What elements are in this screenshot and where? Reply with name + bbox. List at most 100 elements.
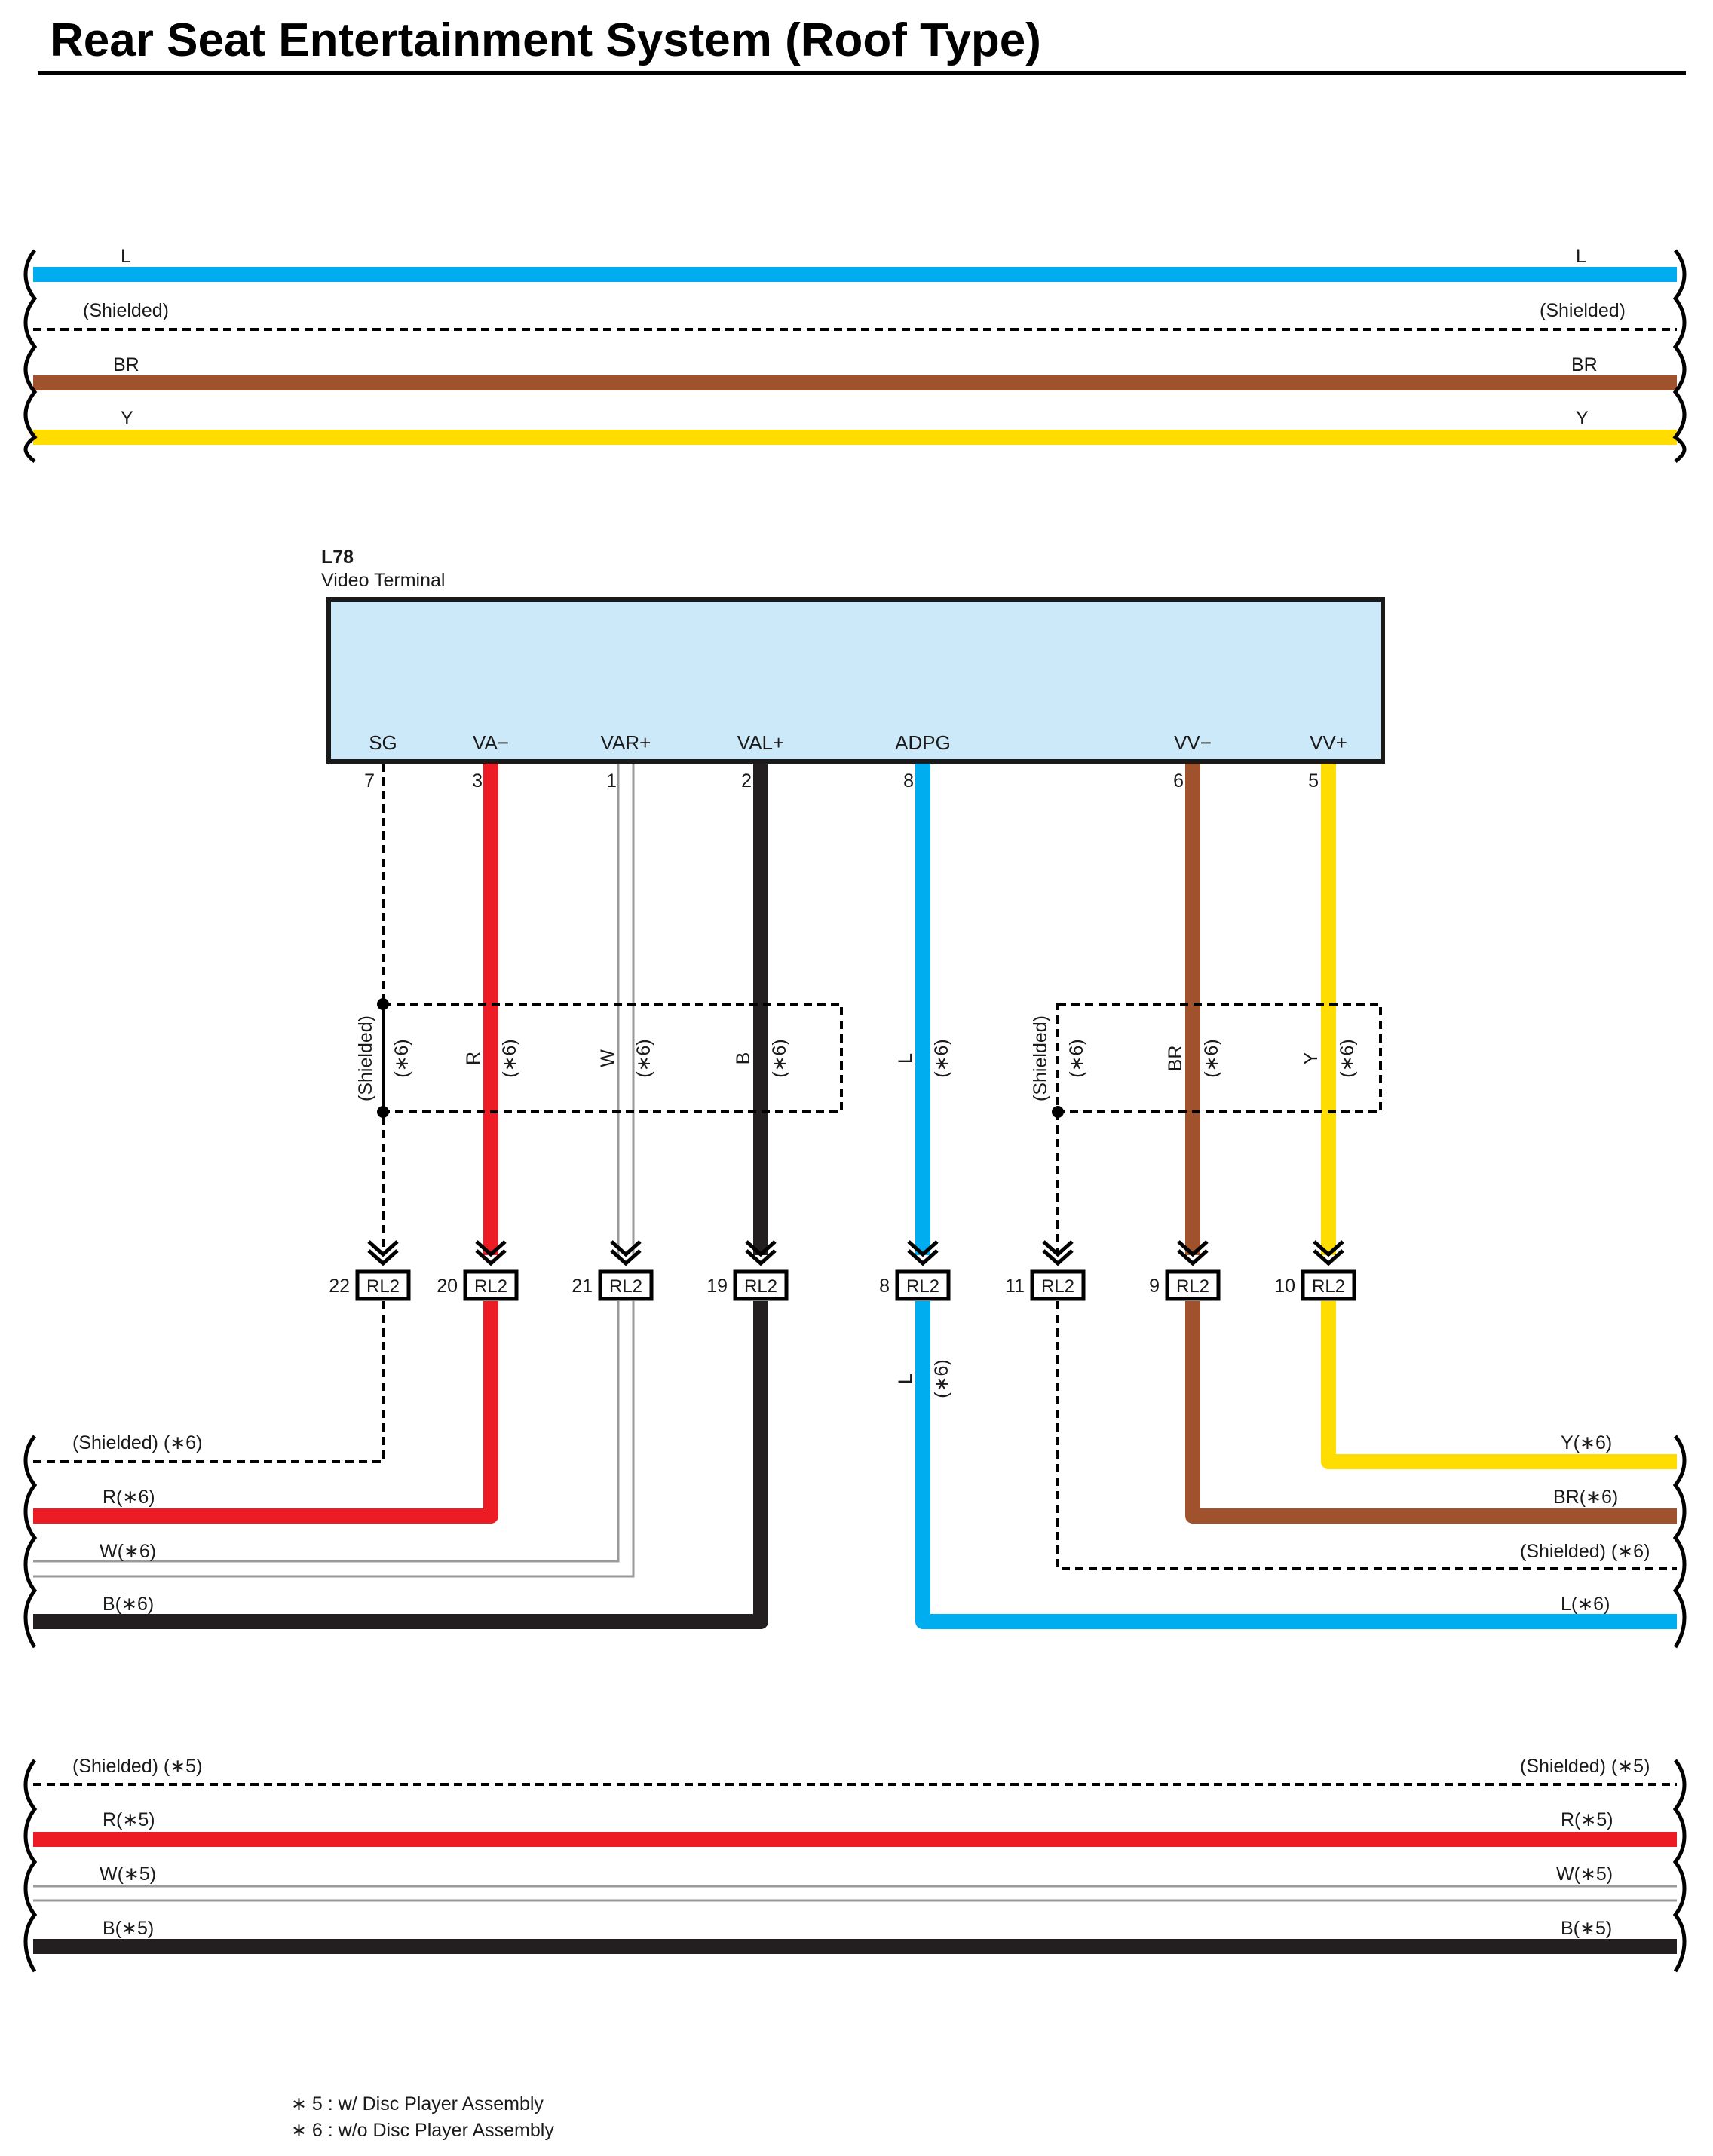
terminal-name-adpg: ADPG [895, 731, 951, 754]
chevron-down-icon [1313, 1240, 1344, 1266]
rl2-connector-8: RL2 8 [879, 1240, 951, 1301]
top-wire-l-left-label: L [121, 246, 131, 267]
lower-wire-b [33, 1301, 768, 1629]
chevron-down-icon [1177, 1240, 1209, 1266]
wire-break-right-icon [1672, 249, 1687, 463]
wire-break-right-icon [1672, 1435, 1687, 1649]
shield-box-right [1056, 1003, 1382, 1113]
top-wire-shielded-right-label: (Shielded) [1540, 300, 1626, 321]
rl2-label: RL2 [744, 1276, 777, 1297]
shield-label-b: B [733, 1052, 754, 1065]
terminal-pin-var-plus: 1 [606, 770, 617, 792]
terminal-name-va-minus: VA− [473, 731, 509, 754]
middle-left-label-w: W(∗6) [100, 1541, 156, 1562]
rl2-connector-11: RL2 11 [1005, 1240, 1086, 1301]
shield-boxes: (Shielded) (∗6) R (∗6) W (∗6) B (∗6) L (… [355, 998, 1382, 1118]
shield-junction-right-bottom [1052, 1106, 1064, 1118]
bottom-right-label-r: R(∗5) [1561, 1809, 1613, 1830]
chevron-down-icon [1042, 1240, 1074, 1266]
wire-break-left-icon [23, 1759, 38, 1973]
middle-right-label-y: Y(∗6) [1561, 1432, 1612, 1453]
lower-wire-y [1321, 1301, 1677, 1469]
shield-label-left-shielded: (Shielded) [355, 1015, 376, 1101]
rl2-label: RL2 [1041, 1276, 1074, 1297]
rl2-connector-20: RL2 20 [437, 1240, 519, 1301]
rl2-pin: 10 [1274, 1276, 1295, 1297]
rl2-box [463, 1269, 519, 1301]
page-title: Rear Seat Entertainment System (Roof Typ… [50, 14, 1041, 66]
terminal-name-vv-plus: VV+ [1310, 731, 1347, 754]
footnote-6: ∗ 6 : w/o Disc Player Assembly [291, 2120, 554, 2141]
terminal-pin-va-minus: 3 [472, 770, 483, 792]
rl2-connector-10: RL2 10 [1274, 1240, 1356, 1301]
rl2-pin: 8 [879, 1276, 890, 1297]
terminal-pin-vv-minus: 6 [1173, 770, 1184, 792]
middle-right-label-br: BR(∗6) [1553, 1487, 1618, 1508]
shield-label-y: Y [1301, 1052, 1322, 1064]
rl2-label: RL2 [609, 1276, 642, 1297]
bottom-right-label-w: W(∗5) [1556, 1864, 1613, 1885]
rl2-pin: 21 [572, 1276, 593, 1297]
rl2-label: RL2 [474, 1276, 507, 1297]
chevron-down-icon [745, 1240, 777, 1266]
chevron-down-icon [475, 1240, 507, 1266]
lower-l-label: L [895, 1374, 916, 1384]
rl2-connectors: RL2 22 RL2 20 RL2 21 RL2 19 RL2 8 [329, 1240, 1356, 1301]
rl2-box [1165, 1269, 1221, 1301]
rl2-pin: 19 [706, 1276, 728, 1297]
middle-left-label-r: R(∗6) [103, 1487, 155, 1508]
rl2-pin: 11 [1005, 1276, 1025, 1297]
shield-label-left-note: (∗6) [391, 1039, 412, 1078]
shield-label-w: W [597, 1049, 618, 1067]
top-wire-shielded-left-label: (Shielded) [83, 300, 169, 321]
footnote-5: ∗ 5 : w/ Disc Player Assembly [291, 2093, 544, 2115]
terminal-pin-sg: 7 [364, 770, 375, 792]
terminal-pin-val-plus: 2 [741, 770, 752, 792]
shield-label-right-note: (∗6) [1066, 1039, 1087, 1078]
rl2-box [895, 1269, 951, 1301]
shield-junction-left-top [377, 998, 389, 1010]
middle-harness: (Shielded) (∗6) R(∗6) W(∗6) B(∗6) Y(∗6) … [23, 1432, 1687, 1649]
top-wire-y-right-label: Y [1576, 408, 1589, 429]
lower-wire-r [33, 1301, 498, 1524]
shield-label-w-note: (∗6) [633, 1039, 654, 1078]
vertical-wires [382, 764, 1336, 1255]
shield-label-b-note: (∗6) [769, 1039, 790, 1078]
chevron-down-icon [367, 1240, 399, 1266]
lower-wire-shielded-right [1056, 1301, 1677, 1570]
shield-box-left [382, 1003, 843, 1113]
shield-label-r-note: (∗6) [499, 1039, 520, 1078]
lower-wire-w-a [33, 1301, 620, 1563]
bottom-left-label-b: B(∗5) [103, 1918, 154, 1939]
lower-wire-shielded-left [33, 1301, 385, 1463]
middle-right-label-l: L(∗6) [1561, 1594, 1610, 1615]
shield-label-r: R [463, 1052, 484, 1065]
top-wire-y-left-label: Y [121, 408, 133, 429]
rl2-connector-22: RL2 22 [329, 1240, 411, 1301]
rl2-label: RL2 [906, 1276, 939, 1297]
rl2-connector-9: RL2 9 [1149, 1240, 1221, 1301]
shield-label-br: BR [1165, 1046, 1186, 1072]
middle-left-label-b: B(∗6) [103, 1594, 154, 1615]
middle-left-label-shielded: (Shielded) (∗6) [72, 1432, 202, 1453]
lower-l-note: (∗6) [931, 1359, 952, 1398]
footnotes: ∗ 5 : w/ Disc Player Assembly ∗ 6 : w/o … [291, 2091, 554, 2144]
shield-label-y-note: (∗6) [1337, 1039, 1358, 1078]
bottom-left-label-shielded: (Shielded) (∗5) [72, 1756, 202, 1777]
lower-wire-l [915, 1301, 1677, 1629]
lower-wire-br [1185, 1301, 1677, 1524]
rl2-box [598, 1269, 654, 1301]
rl2-pin: 9 [1149, 1276, 1160, 1297]
chevron-down-icon [907, 1240, 939, 1266]
rl2-box [355, 1269, 411, 1301]
rl2-pin: 22 [329, 1276, 350, 1297]
title-rule [38, 71, 1686, 75]
terminal-pin-vv-plus: 5 [1308, 770, 1319, 792]
wire-break-right-icon [1672, 1759, 1687, 1973]
chevron-down-icon [610, 1240, 642, 1266]
bottom-harness: (Shielded) (∗5) (Shielded) (∗5) R(∗5) R(… [23, 1756, 1687, 1973]
rl2-box [1030, 1269, 1086, 1301]
rl2-pin: 20 [437, 1276, 458, 1297]
rl2-connector-19: RL2 19 [706, 1240, 789, 1301]
